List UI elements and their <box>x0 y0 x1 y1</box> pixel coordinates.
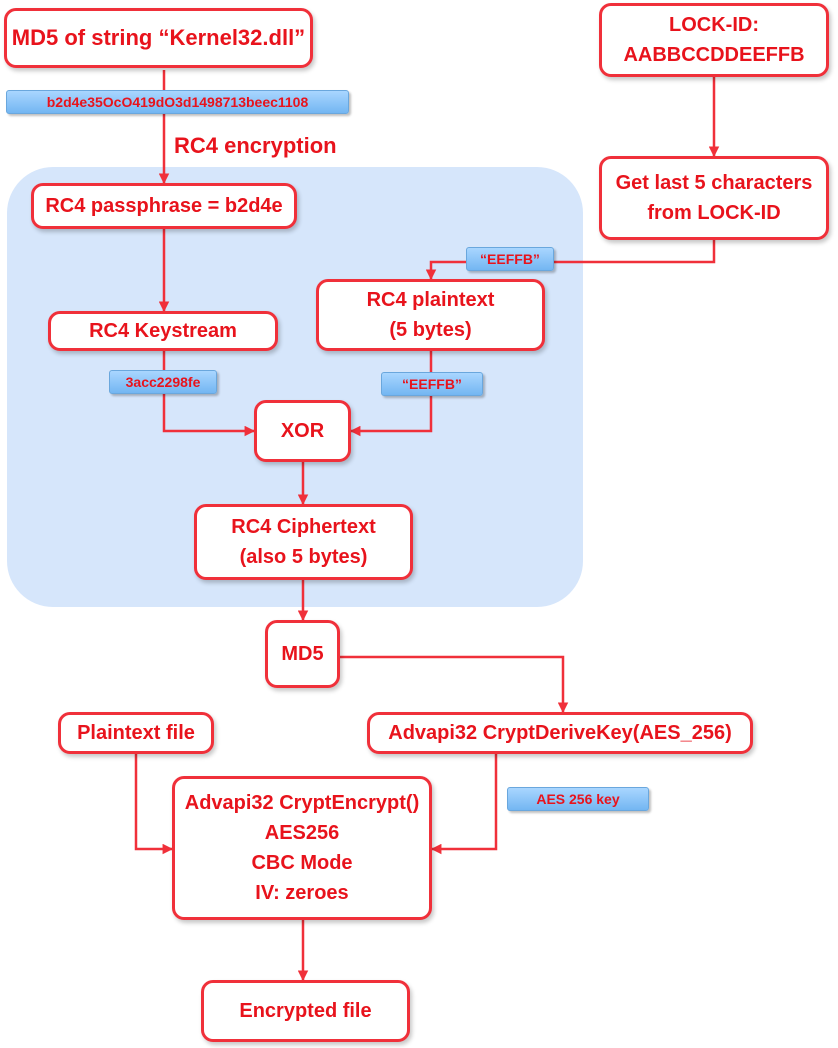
arrow-derivekey-to-encrypt <box>430 754 498 855</box>
encrypted-file-node: Encrypted file <box>201 980 410 1042</box>
rc4-plaintext-node: RC4 plaintext (5 bytes) <box>316 279 545 351</box>
crypt-encrypt-node: Advapi32 CryptEncrypt() AES256 CBC Mode … <box>172 776 432 920</box>
md5-hash-value-tag: b2d4e35OcO419dO3d1498713beec1108 <box>6 90 349 114</box>
rc4-encryption-label: RC4 encryption <box>174 133 337 158</box>
plaintext-file-node: Plaintext file <box>58 712 214 754</box>
arrow-getlast5-to-plaintext <box>425 240 716 281</box>
rc4-keystream-node: RC4 Keystream <box>48 311 278 351</box>
crypt-derive-key-node: Advapi32 CryptDeriveKey(AES_256) <box>367 712 753 754</box>
md5-node: MD5 <box>265 620 340 688</box>
md5-kernel32-node: MD5 of string “Kernel32.dll” <box>4 8 313 68</box>
get-last-5-chars-node: Get last 5 characters from LOCK-ID <box>599 156 829 240</box>
arrow-md5-to-derivekey <box>338 655 569 714</box>
lock-id-node: LOCK-ID: AABBCCDDEEFFB <box>599 3 829 77</box>
rc4-ciphertext-node: RC4 Ciphertext (also 5 bytes) <box>194 504 413 580</box>
eeffb-tag-top: “EEFFB” <box>466 247 554 271</box>
keystream-value-tag: 3acc2298fe <box>109 370 217 394</box>
aes-256-key-tag: AES 256 key <box>507 787 649 811</box>
eeffb-tag-bottom: “EEFFB” <box>381 372 483 396</box>
arrow-plaintextfile-to-encrypt <box>134 752 174 855</box>
xor-node: XOR <box>254 400 351 462</box>
rc4-passphrase-node: RC4 passphrase = b2d4e <box>31 183 297 229</box>
